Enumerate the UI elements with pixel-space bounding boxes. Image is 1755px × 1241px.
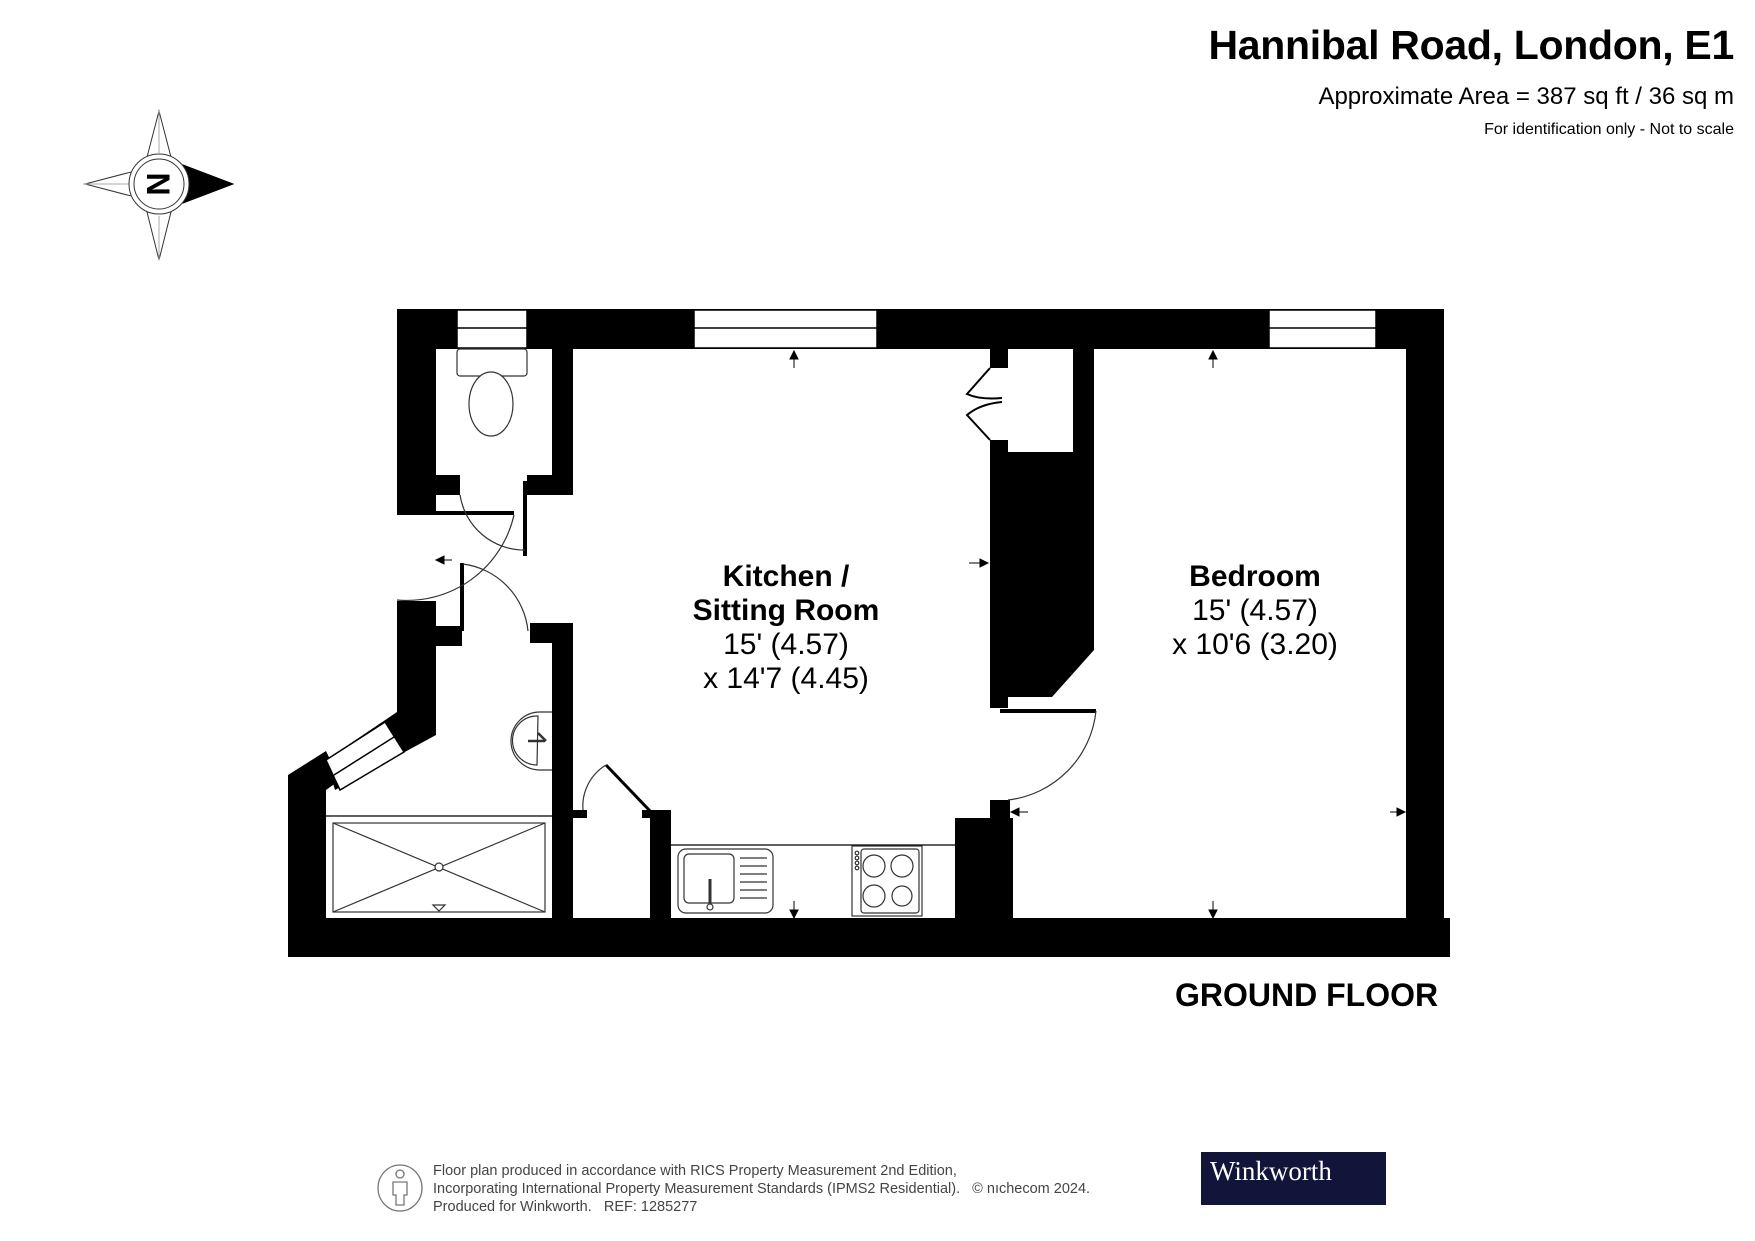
property-title: Hannibal Road, London, E1 (1208, 22, 1734, 68)
room-label-kitchen: Kitchen / Sitting Room 15' (4.57) x 14'7… (636, 560, 936, 696)
compass-letter: N (140, 172, 176, 195)
winkworth-logo: Winkworth (1201, 1152, 1386, 1205)
hob-icon (851, 845, 923, 917)
shower-tray-icon (332, 822, 546, 913)
basin-icon (510, 711, 552, 771)
footer-line: Incorporating International Property Mea… (433, 1181, 1091, 1197)
room-name: Kitchen / (722, 560, 850, 593)
room-label-bedroom: Bedroom 15' (4.57) x 10'6 (3.20) (1105, 560, 1405, 662)
footer-line: Produced for Winkworth. REF: 1285277 (433, 1199, 698, 1215)
room-dimension: x 14'7 (4.45) (703, 662, 869, 695)
room-dimension: x 10'6 (3.20) (1172, 628, 1338, 661)
room-dimension: 15' (4.57) (723, 628, 849, 661)
floor-label: GROUND FLOOR (1175, 977, 1439, 1013)
scale-disclaimer: For identification only - Not to scale (1484, 121, 1734, 138)
wc-icon (456, 348, 528, 437)
footer-credits: Floor plan produced in accordance with R… (433, 1162, 1090, 1216)
approximate-area: Approximate Area = 387 sq ft / 36 sq m (1318, 83, 1734, 110)
room-name: Bedroom (1189, 560, 1321, 593)
windows (325, 309, 1377, 792)
person-measure-icon (377, 1164, 423, 1212)
room-name: Sitting Room (692, 594, 880, 627)
kitchen-sink-icon (677, 848, 774, 914)
room-dimension: 15' (4.57) (1192, 594, 1318, 627)
footer-line: Floor plan produced in accordance with R… (433, 1163, 957, 1179)
